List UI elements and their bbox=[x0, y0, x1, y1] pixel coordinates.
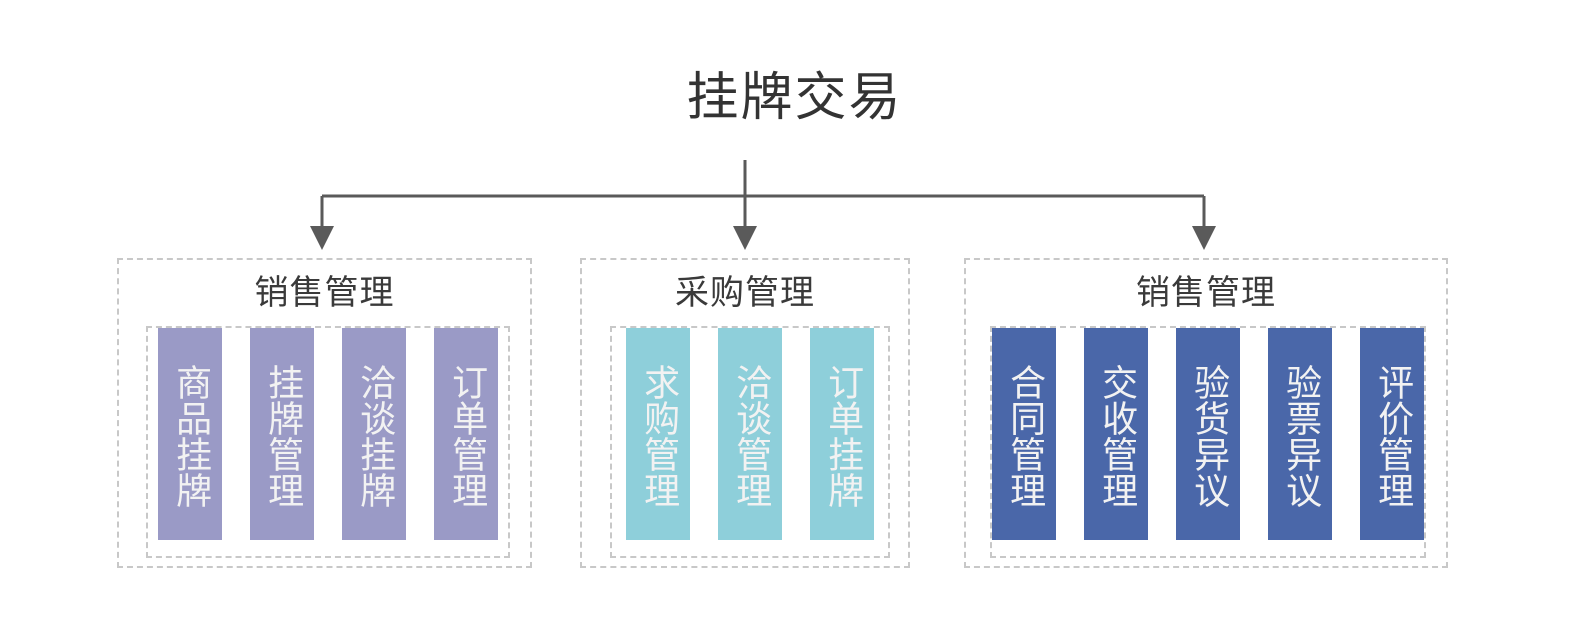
card-frame: 商品挂牌 挂牌管理 洽谈挂牌 订单管理 bbox=[146, 326, 510, 558]
node-card[interactable]: 订单挂牌 bbox=[810, 328, 874, 540]
node-card[interactable]: 合同管理 bbox=[992, 328, 1056, 540]
card-frame: 求购管理 洽谈管理 订单挂牌 bbox=[610, 326, 890, 558]
node-card[interactable]: 求购管理 bbox=[626, 328, 690, 540]
arrowhead-left bbox=[310, 226, 334, 250]
arrowhead-right bbox=[1192, 226, 1216, 250]
card-frame: 合同管理 交收管理 验货异议 验票异议 评价管理 bbox=[990, 326, 1426, 558]
node-card[interactable]: 评价管理 bbox=[1360, 328, 1424, 540]
node-card[interactable]: 交收管理 bbox=[1084, 328, 1148, 540]
node-card[interactable]: 洽谈挂牌 bbox=[342, 328, 406, 540]
node-card[interactable]: 验货异议 bbox=[1176, 328, 1240, 540]
node-card[interactable]: 商品挂牌 bbox=[158, 328, 222, 540]
group-title: 销售管理 bbox=[254, 273, 395, 313]
group-sales-management-back[interactable]: 销售管理 合同管理 交收管理 验货异议 验票异议 评价管理 bbox=[964, 258, 1448, 568]
group-purchase-management[interactable]: 采购管理 求购管理 洽谈管理 订单挂牌 bbox=[580, 258, 910, 568]
node-card[interactable]: 验票异议 bbox=[1268, 328, 1332, 540]
node-card[interactable]: 挂牌管理 bbox=[250, 328, 314, 540]
group-sales-management-front[interactable]: 销售管理 商品挂牌 挂牌管理 洽谈挂牌 订单管理 bbox=[117, 258, 532, 568]
arrowhead-center bbox=[733, 226, 757, 250]
node-card[interactable]: 洽谈管理 bbox=[718, 328, 782, 540]
node-card[interactable]: 订单管理 bbox=[434, 328, 498, 540]
page-title: 挂牌交易 bbox=[686, 68, 903, 128]
group-title: 采购管理 bbox=[675, 273, 815, 313]
group-title: 销售管理 bbox=[1136, 273, 1276, 313]
